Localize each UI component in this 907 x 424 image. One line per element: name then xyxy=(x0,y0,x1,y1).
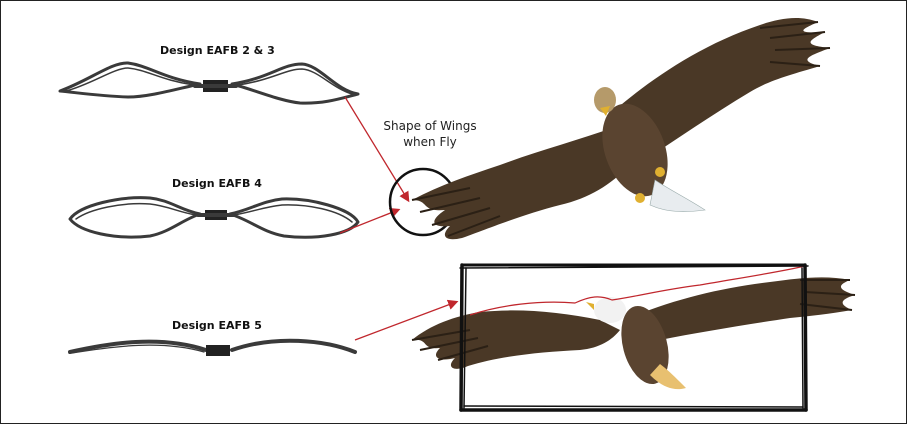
eagle-top-illustration xyxy=(412,18,830,239)
frame-shape-eafb-2-3 xyxy=(60,63,358,103)
frame-shape-eafb-5 xyxy=(70,341,355,356)
frame-shape-eafb-4 xyxy=(70,198,358,238)
eagle-bottom-illustration xyxy=(412,266,855,389)
arrow-design-2-3 xyxy=(345,97,408,200)
